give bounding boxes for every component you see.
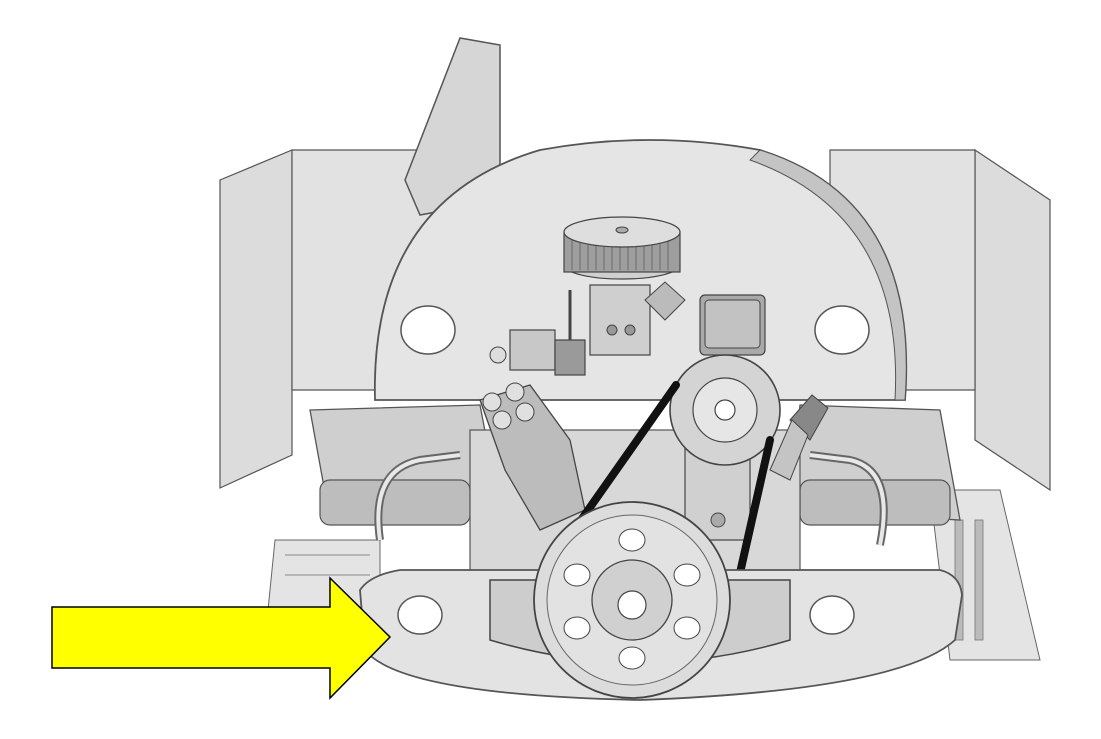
oil-filler-neck — [769, 394, 829, 481]
right-side-panel — [974, 148, 1051, 492]
callout-arrow — [51, 576, 392, 700]
air-cleaner — [563, 216, 681, 280]
shroud-hole-right — [814, 305, 870, 355]
left-side-panel — [219, 149, 293, 489]
apron-hole-left — [397, 595, 443, 635]
apron-hole-right — [809, 595, 855, 635]
fuel-pump — [489, 329, 586, 376]
crank-pulley — [533, 501, 731, 699]
shroud-hole-left — [400, 305, 456, 355]
distributor — [479, 382, 586, 531]
fan-shroud-rim — [749, 149, 907, 401]
right-cylinder-tin — [789, 404, 961, 546]
carburetor — [568, 281, 686, 356]
oil-filler-plate — [404, 37, 501, 216]
left-cylinder-tin — [309, 404, 501, 541]
generator-pulley — [669, 354, 781, 466]
